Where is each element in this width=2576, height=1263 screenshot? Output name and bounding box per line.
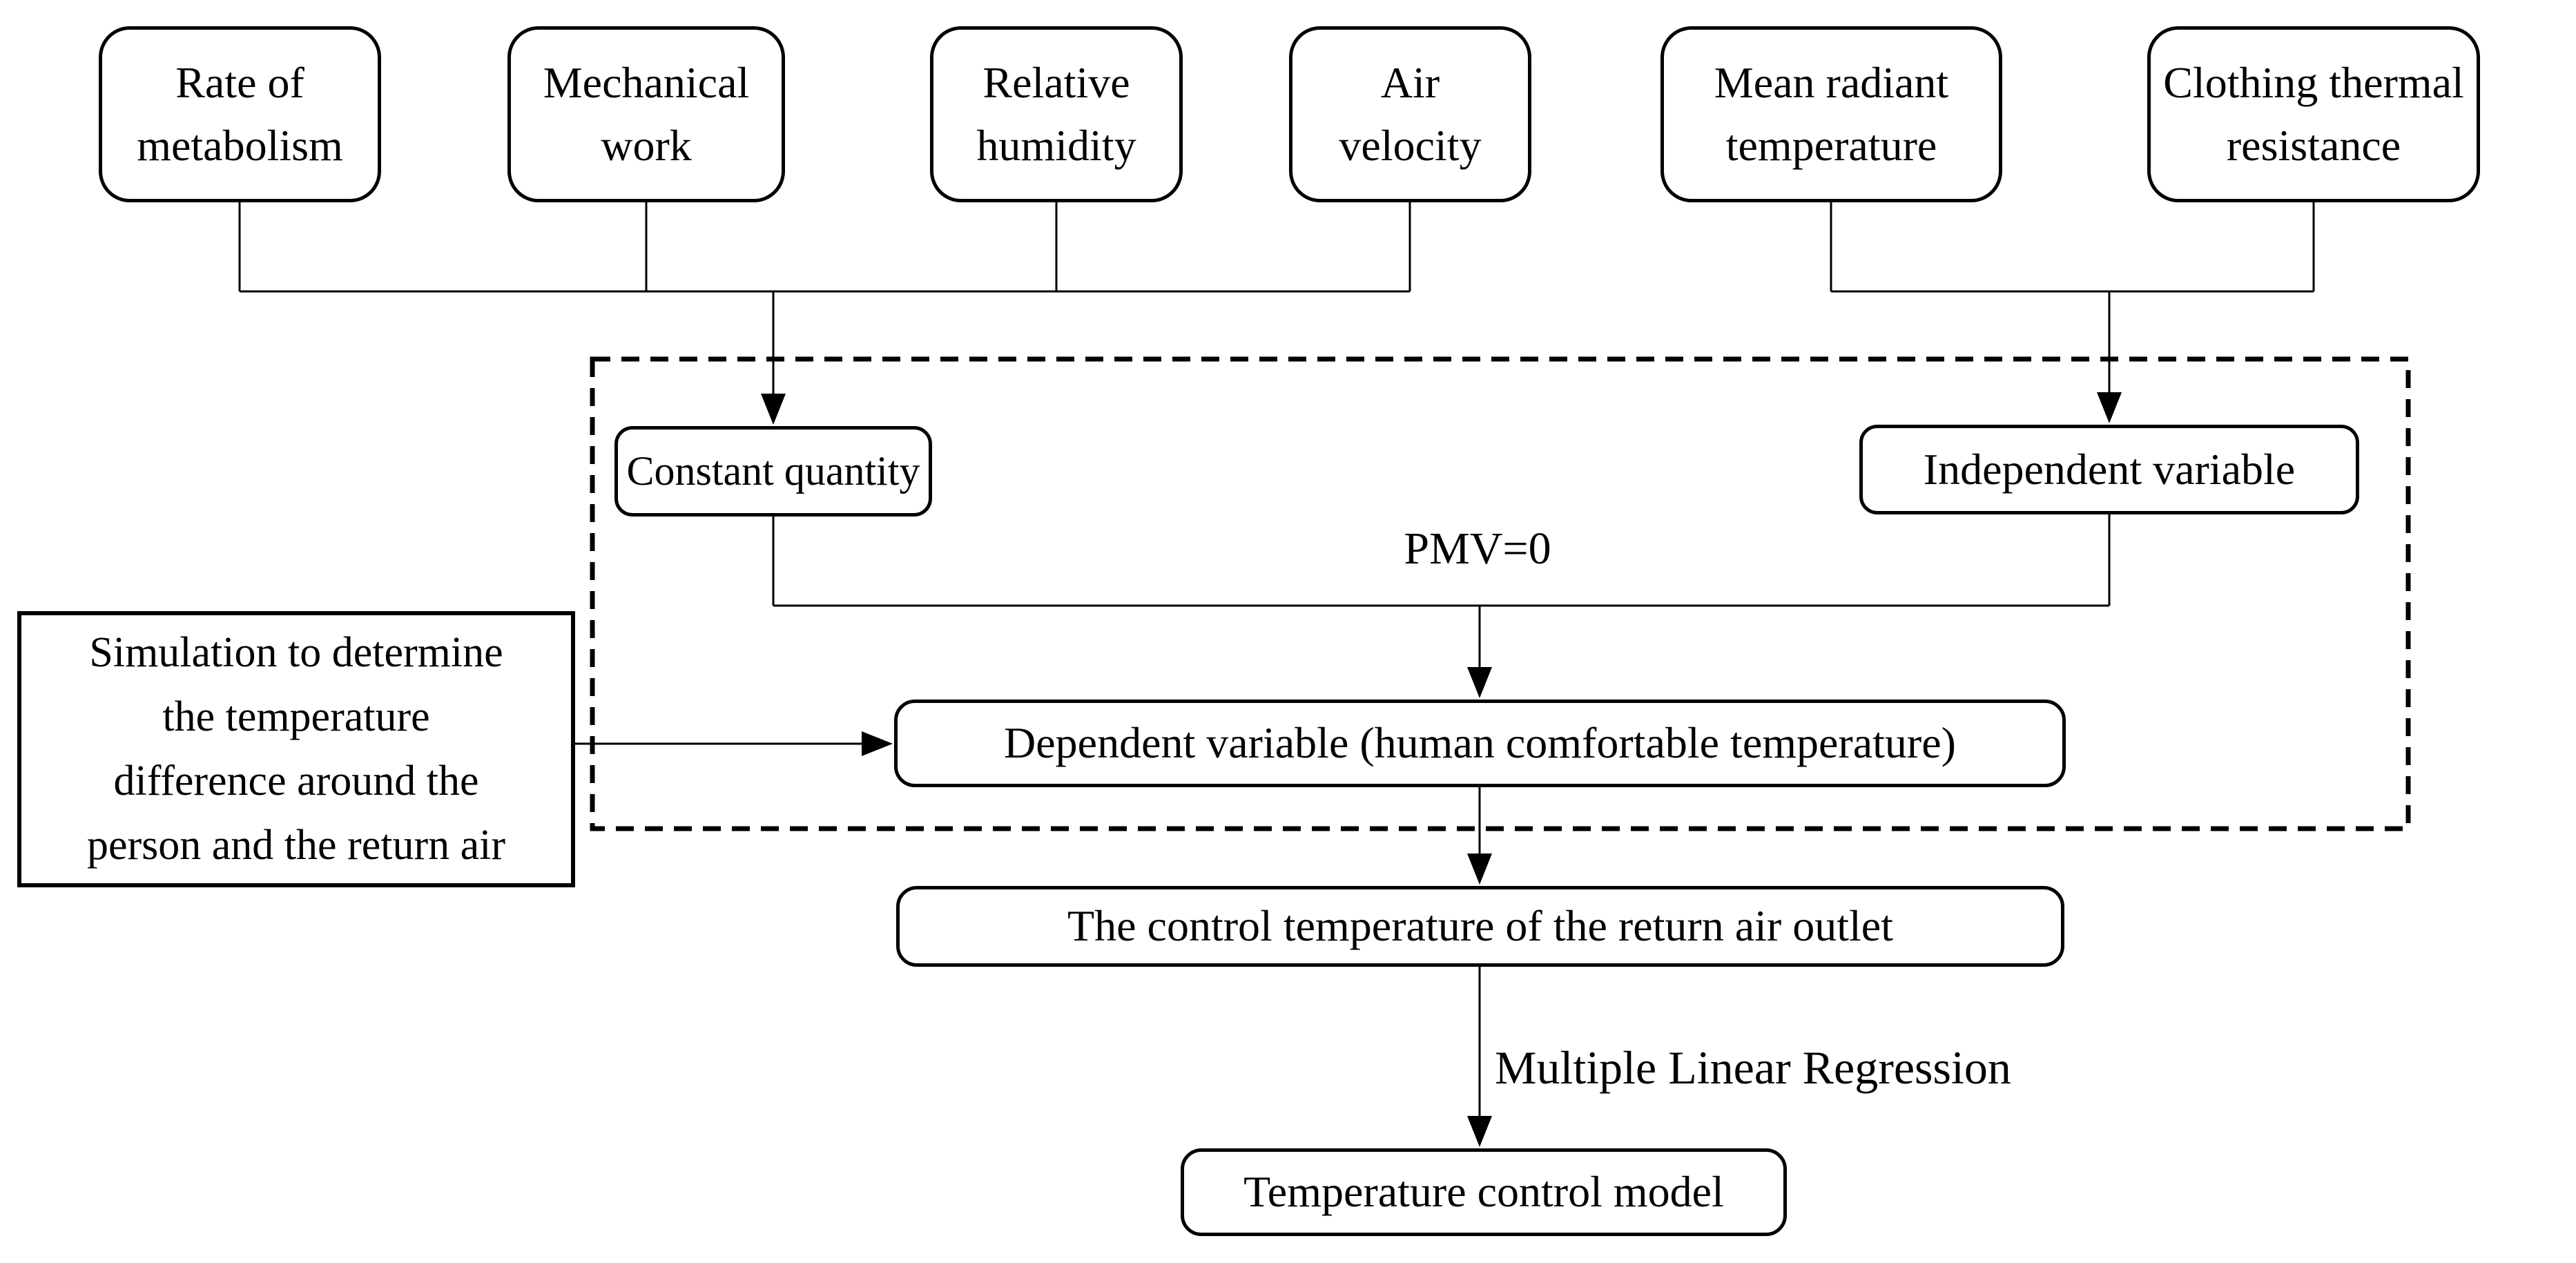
arrowhead-constant-quantity (761, 394, 786, 425)
node-constant-quantity: Constant quantity (614, 426, 932, 517)
node-clothing-thermal-resistance: Clothing thermal resistance (2147, 26, 2480, 202)
arrowhead-control-temperature (1467, 854, 1492, 885)
node-dependent-variable: Dependent variable (human comfortable te… (894, 700, 2066, 787)
node-mean-radiant-temperature: Mean radiant temperature (1660, 26, 2002, 202)
node-temperature-control-model: Temperature control model (1181, 1148, 1787, 1236)
node-air-velocity: Air velocity (1289, 26, 1531, 202)
arrowhead-model (1467, 1116, 1492, 1147)
node-control-temperature: The control temperature of the return ai… (896, 886, 2064, 967)
node-independent-variable: Independent variable (1859, 425, 2359, 514)
arrowhead-independent-variable (2097, 392, 2122, 423)
dashed-pmv-region (590, 356, 2411, 831)
node-relative-humidity: Relative humidity (930, 26, 1183, 202)
pmv-annotation: PMV=0 (1404, 523, 1551, 574)
regression-annotation: Multiple Linear Regression (1495, 1041, 2011, 1094)
node-simulation-note: Simulation to determine the temperature … (17, 611, 575, 887)
node-rate-of-metabolism: Rate of metabolism (99, 26, 381, 202)
arrowhead-dependent-variable (1467, 667, 1492, 698)
arrowhead-simulation (862, 731, 893, 756)
node-mechanical-work: Mechanical work (507, 26, 785, 202)
